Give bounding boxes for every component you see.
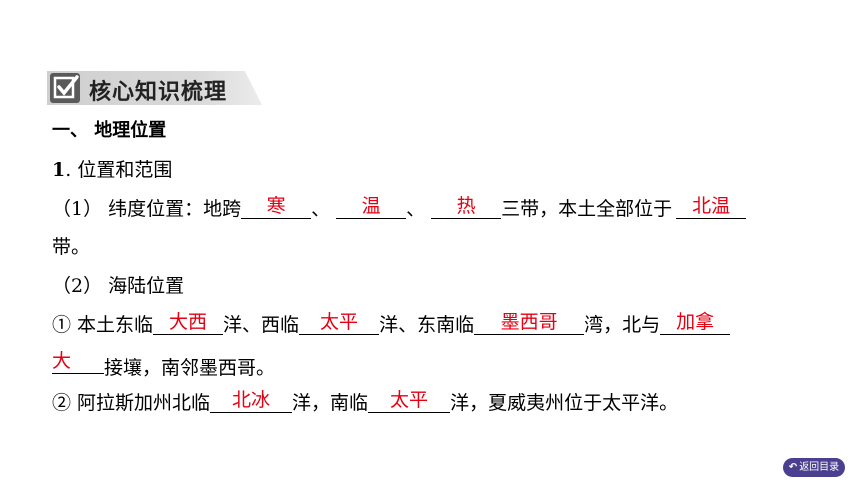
blank-6: 太平 bbox=[299, 311, 380, 335]
blank-5: 大西 bbox=[153, 311, 224, 335]
blank-10: 太平 bbox=[368, 389, 451, 413]
blank-7: 墨西哥 bbox=[474, 311, 585, 335]
mainland-line: ① 本土东临大西洋、西临太平洋、东南临 墨西哥 湾，北与加拿 bbox=[52, 311, 731, 338]
checkbox-icon bbox=[50, 73, 80, 103]
answer: 太平 bbox=[390, 389, 429, 411]
answer: 加拿 bbox=[676, 311, 715, 333]
text: 湾，北与 bbox=[584, 314, 661, 336]
answer: 墨西哥 bbox=[500, 311, 558, 333]
answer: 寒 bbox=[266, 195, 286, 217]
alaska-line: ② 阿拉斯加州北临北冰洋，南临太平洋，夏威夷州位于太平洋。 bbox=[52, 389, 679, 416]
answer: 北温 bbox=[692, 195, 731, 217]
subheading-position-range: 1. 位置和范围 bbox=[52, 157, 172, 183]
latitude-line: （1） 纬度位置：地跨 寒 、 温 、 热 三带，本土全部位于北温 bbox=[52, 195, 747, 222]
answer: 北冰 bbox=[232, 389, 271, 411]
subheading-number: 1 bbox=[52, 159, 66, 181]
text: 、 bbox=[406, 198, 426, 220]
text: ② 阿拉斯加州北临 bbox=[52, 392, 211, 414]
blank-8: 加拿 bbox=[660, 311, 731, 335]
blank-1: 寒 bbox=[241, 195, 312, 219]
sea-land-heading: （2） 海陆位置 bbox=[52, 275, 185, 297]
section-title: 核心知识梳理 bbox=[89, 80, 228, 105]
text: 接壤，南邻墨西哥。 bbox=[104, 357, 276, 379]
text: 洋、东南临 bbox=[379, 314, 475, 336]
answer: 大 bbox=[52, 350, 72, 372]
back-label: 返回目录 bbox=[799, 462, 840, 473]
text: 洋，夏威夷州位于太平洋。 bbox=[450, 392, 679, 414]
blank-4: 北温 bbox=[676, 195, 747, 219]
text: 洋、西临 bbox=[223, 314, 300, 336]
answer: 热 bbox=[456, 195, 476, 217]
blank-8-cont: 大 bbox=[52, 350, 104, 374]
section-header: 核心知识梳理 bbox=[47, 71, 262, 105]
blank-3: 热 bbox=[431, 195, 502, 219]
subheading-text: . 位置和范围 bbox=[65, 159, 173, 181]
text: ① 本土东临 bbox=[52, 314, 154, 336]
blank-2: 温 bbox=[336, 195, 407, 219]
text: 三带，本土全部位于 bbox=[501, 198, 673, 220]
back-to-contents-button[interactable]: ↶返回目录 bbox=[783, 458, 845, 477]
answer: 太平 bbox=[320, 311, 359, 333]
answer: 温 bbox=[361, 195, 381, 217]
return-arrow-icon: ↶ bbox=[788, 462, 798, 473]
answer: 大西 bbox=[169, 311, 208, 333]
heading-geo-location: 一、 地理位置 bbox=[52, 120, 167, 141]
text: 、 bbox=[311, 198, 331, 220]
text: 洋，南临 bbox=[292, 392, 369, 414]
mainland-line-tail: 大 接壤，南邻墨西哥。 bbox=[52, 350, 276, 381]
blank-9: 北冰 bbox=[210, 389, 293, 413]
latitude-line-tail: 带。 bbox=[52, 236, 91, 258]
text: （1） 纬度位置：地跨 bbox=[52, 198, 242, 220]
